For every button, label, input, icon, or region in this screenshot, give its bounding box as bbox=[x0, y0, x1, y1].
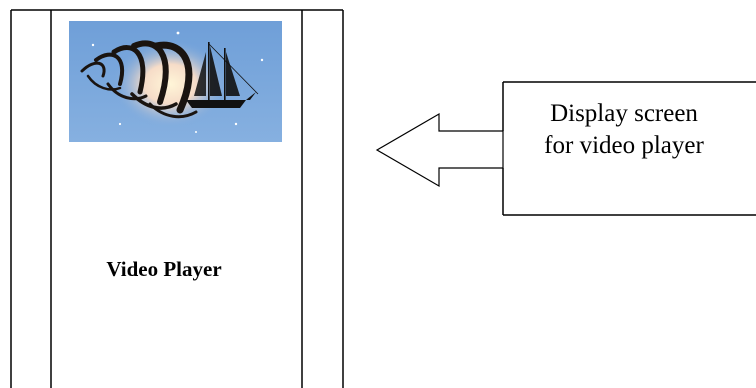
video-player-device bbox=[10, 9, 344, 388]
display-screen-image bbox=[69, 21, 282, 142]
arrow-left-icon bbox=[375, 112, 504, 188]
video-player-label: Video Player bbox=[106, 257, 221, 281]
sailing-ship-icon bbox=[186, 42, 259, 108]
screen-stars bbox=[91, 31, 264, 133]
callout-line-1: Display screen bbox=[550, 100, 698, 127]
callout-box: Display screen for video player bbox=[502, 81, 756, 216]
callout-line-2: for video player bbox=[544, 132, 704, 159]
spiral-ribbon-icon bbox=[80, 40, 198, 119]
